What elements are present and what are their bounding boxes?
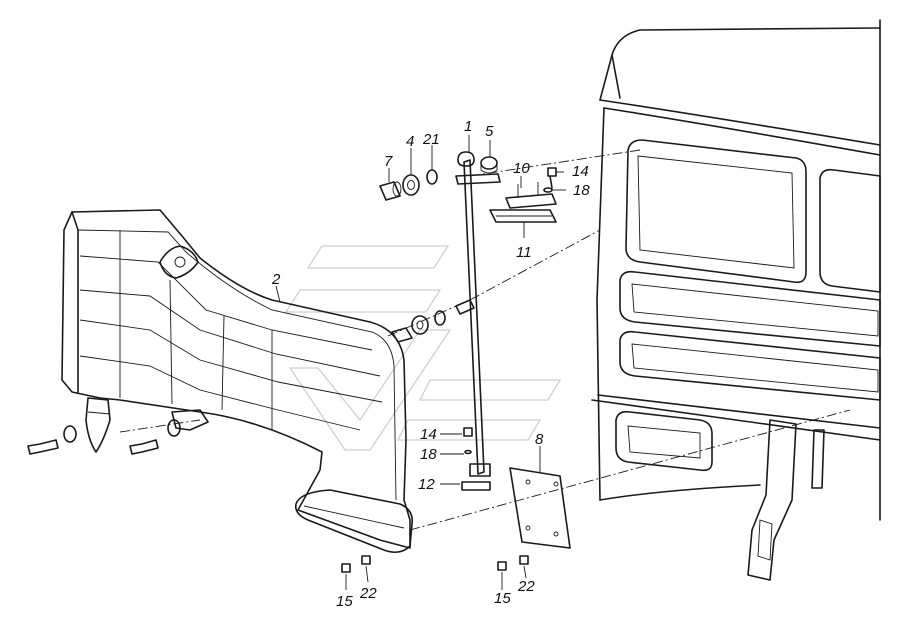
callout-11: 11 [516,244,532,261]
callout-22-left: 22 [359,585,377,602]
callout-2: 2 [271,271,281,288]
callout-4: 4 [406,133,414,150]
callout-21: 21 [422,131,440,148]
callout-14-mid: 14 [420,426,437,443]
watermark-logo [284,245,562,451]
callout-22-right: 22 [517,578,535,595]
callout-12: 12 [418,476,435,493]
support-rod [457,151,491,477]
callout-15-right: 15 [494,590,511,607]
small-parts [27,156,571,573]
callout-5: 5 [485,123,494,140]
callout-18-mid: 18 [420,446,437,463]
callout-18-top: 18 [573,182,590,199]
leader-lines [119,135,851,590]
callout-10: 10 [513,160,530,177]
callout-8: 8 [535,431,544,448]
cab-rear-panel [591,19,881,581]
callout-15-left: 15 [336,593,353,610]
air-duct [61,209,414,554]
callout-labels: 1 2 4 5 7 8 10 11 12 14 14 15 15 18 18 2… [271,118,590,610]
callout-7: 7 [384,153,393,170]
callout-14-top: 14 [572,163,589,180]
callout-1: 1 [464,118,472,135]
